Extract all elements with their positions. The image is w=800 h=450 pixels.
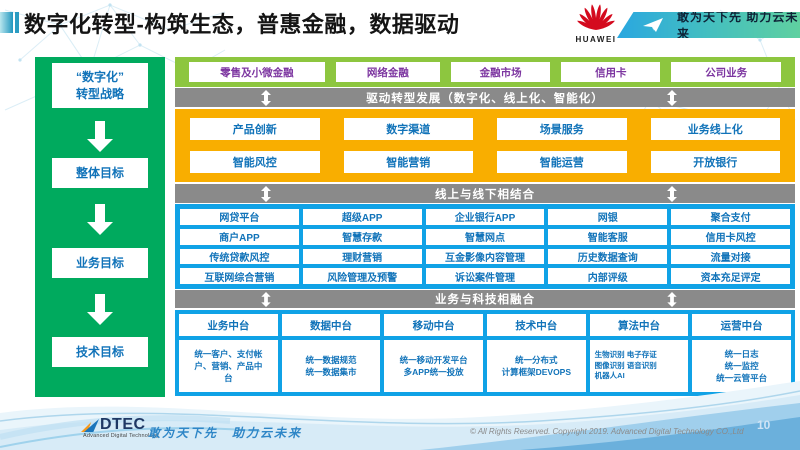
down-arrow-icon [87, 294, 113, 325]
platform-section: 业务中台 数据中台 移动中台 技术中台 算法中台 运营中台 统一客户、支付帐 户… [175, 310, 795, 396]
double-arrow-icon [261, 291, 271, 307]
page-title: 数字化转型-构筑生态，普惠金融，数据驱动 [24, 12, 460, 37]
sidebar-item-tech-goal: 技术目标 [52, 337, 148, 367]
platform-title: 运营中台 [692, 314, 791, 336]
double-arrow-icon [667, 89, 677, 106]
sidebar-item-digital-strategy: “数字化” 转型战略 [52, 63, 148, 108]
business-lines-row: 零售及小微金融 网络金融 金融市场 信用卡 公司业务 [175, 57, 795, 87]
copyright-text: © All Rights Reserved. Copyright 2019. A… [470, 427, 744, 436]
connector-bar-label: 线上与线下相结合 [435, 188, 535, 201]
connector-bar-label: 业务与科技相融合 [435, 294, 535, 306]
business-line: 金融市场 [451, 62, 551, 82]
huawei-logo: HUAWEI [573, 3, 619, 44]
system: 企业银行APP [425, 209, 545, 225]
down-arrow-icon [87, 121, 113, 152]
platform-description: 生物识别 电子存证 图像识别 语音识别 机器人AI [589, 340, 689, 392]
system: 传统贷款风控 [180, 248, 299, 265]
connector-bar-drive: 驱动转型发展（数字化、线上化、智能化） [175, 88, 795, 107]
dtec-logo: DTEC Advanced Digital Technology [81, 416, 159, 439]
systems-grid: 网贷平台 超级APP 企业银行APP 网银 聚合支付 商户APP 智慧存款 智慧… [175, 204, 795, 289]
system: 信用卡风控 [671, 228, 790, 245]
platform-title: 算法中台 [589, 314, 689, 336]
header-slogan-banner: 敢为天下先 助力云未来 [617, 12, 800, 38]
capability: 智能运营 [497, 151, 627, 173]
platform-description: 统一数据规范 统一数据集市 [281, 340, 381, 392]
paper-plane-icon [643, 17, 663, 33]
capability: 数字渠道 [343, 118, 473, 140]
system: 互联网综合营销 [180, 268, 299, 284]
platform-description: 统一分布式 计算框架DEVOPS [486, 340, 586, 392]
business-line: 公司业务 [671, 62, 781, 82]
system: 智慧网点 [425, 228, 545, 245]
business-line: 零售及小微金融 [189, 62, 325, 82]
system: 历史数据查询 [548, 248, 668, 265]
title-accent-stripe [15, 12, 19, 33]
double-arrow-icon [261, 185, 271, 202]
system: 内部评级 [548, 268, 668, 284]
system: 智慧存款 [302, 228, 422, 245]
capability: 产品创新 [190, 118, 320, 140]
platform-title: 移动中台 [384, 314, 483, 336]
platform-description: 统一客户、支付帐 户、营销、产品中 台 [179, 340, 278, 392]
double-arrow-icon [667, 185, 677, 202]
system: 理财营销 [302, 248, 422, 265]
dtec-wordmark: DTEC [100, 416, 146, 433]
dtec-arrow-icon [81, 419, 99, 432]
connector-bar-label: 驱动转型发展（数字化、线上化、智能化） [366, 92, 604, 105]
system: 网银 [548, 209, 668, 225]
capability: 智能营销 [343, 151, 473, 173]
dtec-subtitle: Advanced Digital Technology [83, 433, 159, 439]
system: 聚合支付 [671, 209, 790, 225]
sidebar-item-overall-goal: 整体目标 [52, 158, 148, 188]
huawei-wordmark: HUAWEI [575, 35, 617, 44]
system: 诉讼案件管理 [425, 268, 545, 284]
business-line: 网络金融 [335, 62, 441, 82]
system: 互金影像内容管理 [425, 248, 545, 265]
system: 网贷平台 [180, 209, 299, 225]
capability-section: 产品创新 数字渠道 场景服务 业务线上化 智能风控 智能营销 智能运营 开放银行 [175, 109, 795, 182]
platform-title: 业务中台 [179, 314, 278, 336]
connector-bar-online-offline: 线上与线下相结合 [175, 184, 795, 203]
page-number: 10 [757, 418, 771, 432]
banner-slogan: 敢为天下先 助力云未来 [677, 10, 799, 41]
system: 风险管理及预警 [302, 268, 422, 284]
platform-title: 数据中台 [281, 314, 381, 336]
huawei-flower-icon [577, 4, 615, 30]
capability: 开放银行 [650, 151, 780, 173]
sidebar-item-business-goal: 业务目标 [52, 248, 148, 278]
title-accent-bar [0, 12, 13, 33]
double-arrow-icon [261, 89, 271, 106]
system: 超级APP [302, 209, 422, 225]
system: 智能客服 [548, 228, 668, 245]
footer-slogan: 敢为天下先 助力云未来 [148, 426, 303, 440]
main-framework: 零售及小微金融 网络金融 金融市场 信用卡 公司业务 驱动转型发展（数字化、线上… [175, 57, 795, 397]
system: 资本充足评定 [671, 268, 790, 284]
strategy-sidebar: “数字化” 转型战略 整体目标 业务目标 技术目标 [35, 57, 165, 397]
platform-title: 技术中台 [486, 314, 586, 336]
system: 流量对接 [671, 248, 790, 265]
capability: 业务线上化 [650, 118, 780, 140]
system: 商户APP [180, 228, 299, 245]
platform-description: 统一日志 统一监控 统一云管平台 [692, 340, 791, 392]
double-arrow-icon [667, 291, 677, 307]
down-arrow-icon [87, 204, 113, 235]
capability: 场景服务 [497, 118, 627, 140]
platform-description: 统一移动开发平台 多APP统一投放 [384, 340, 483, 392]
business-line: 信用卡 [561, 62, 661, 82]
capability: 智能风控 [190, 151, 320, 173]
connector-bar-fusion: 业务与科技相融合 [175, 290, 795, 308]
